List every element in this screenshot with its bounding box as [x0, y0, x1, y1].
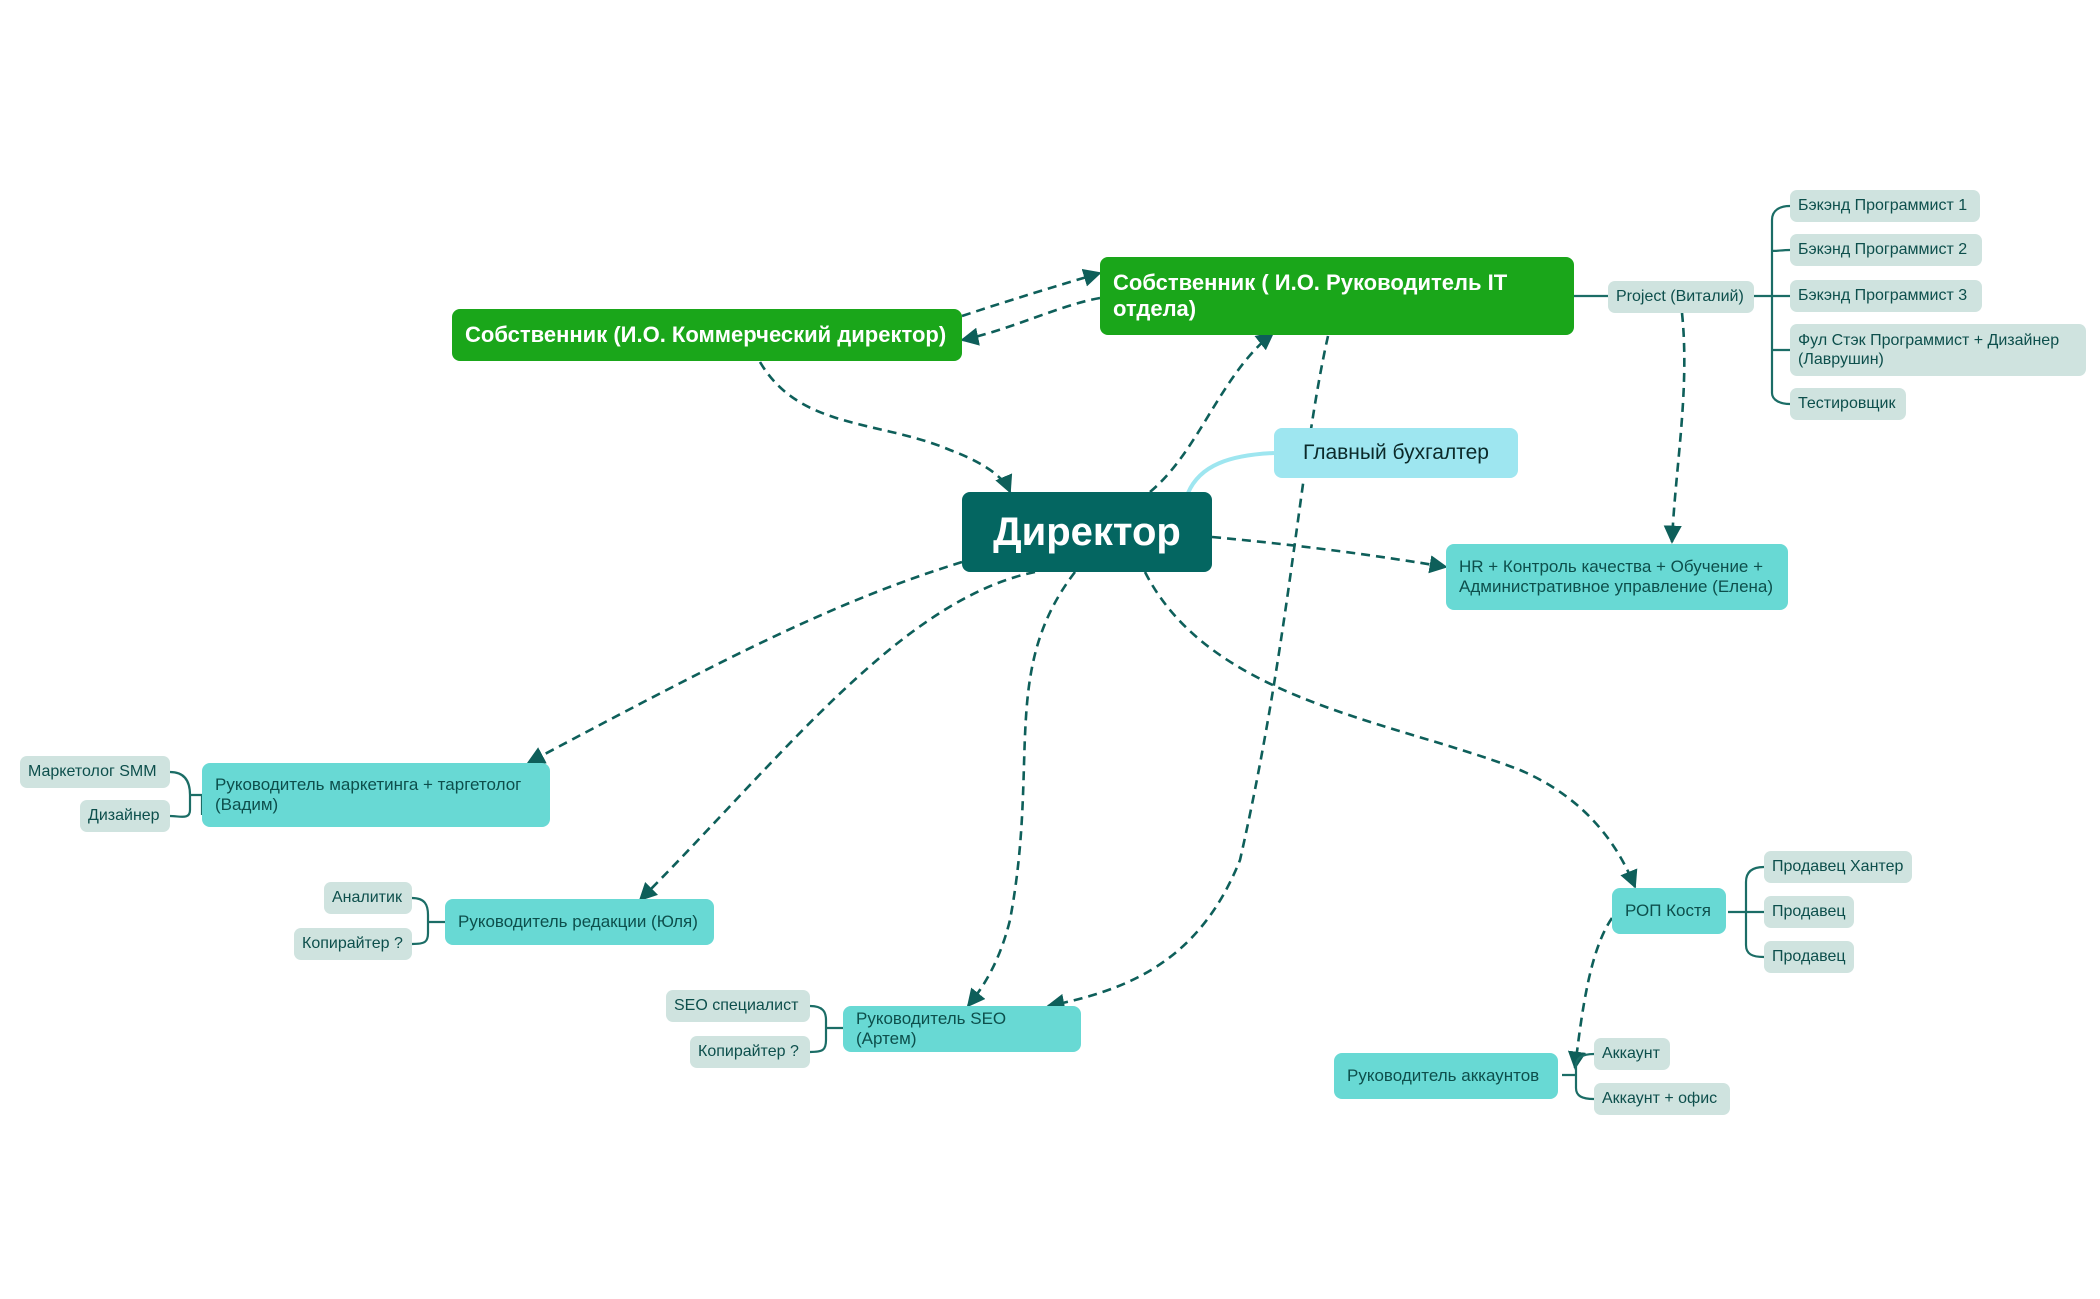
editorial-head-node[interactable]: Руководитель редакции (Юля) — [445, 899, 714, 945]
sales-team-item[interactable]: Продавец Хантер — [1764, 851, 1912, 883]
accounts-team-item[interactable]: Аккаунт + офис — [1594, 1083, 1730, 1115]
edge-owner-it-to-owner-commercial — [960, 296, 1101, 346]
edge-director-to-sales — [1143, 571, 1638, 889]
owner-it-node[interactable]: Собственник ( И.О. Руководитель IT отдел… — [1100, 257, 1574, 335]
sales-team-item[interactable]: Продавец — [1764, 896, 1854, 928]
edge-director-to-seo — [966, 571, 1077, 1008]
director-node[interactable]: Директор — [962, 492, 1212, 572]
edge-director-to-owner-it — [1149, 331, 1275, 493]
edge-director-to-editorial — [638, 570, 1036, 902]
accounts-team-item[interactable]: Аккаунт — [1594, 1038, 1670, 1070]
sales-head-node[interactable]: РОП Костя — [1612, 888, 1726, 934]
project-team-item[interactable]: Бэкэнд Программист 3 — [1790, 280, 1982, 312]
project-team-item[interactable]: Тестировщик — [1790, 388, 1906, 420]
chief-accountant-node[interactable]: Главный бухгалтер — [1274, 428, 1518, 478]
marketing-head-node[interactable]: Руководитель маркетинга + таргетолог (Ва… — [202, 763, 550, 827]
edge-director-to-hr — [1211, 535, 1448, 574]
marketing-team-item[interactable]: Маркетолог SMM — [20, 756, 170, 788]
bracket-sales-team — [1728, 865, 1765, 959]
accounts-head-node[interactable]: Руководитель аккаунтов — [1334, 1053, 1558, 1099]
edge-owner-commercial-to-director — [758, 361, 1013, 494]
project-node[interactable]: Project (Виталий) — [1608, 281, 1754, 313]
edge-sales-to-accounts — [1567, 917, 1614, 1070]
project-team-item[interactable]: Бэкэнд Программист 2 — [1790, 234, 1982, 266]
link-director-accountant — [1186, 451, 1275, 494]
edge-director-to-marketing — [526, 560, 963, 765]
bracket-accounts-team — [1562, 1052, 1595, 1101]
seo-team-item[interactable]: Копирайтер ? — [690, 1036, 810, 1068]
editorial-team-item[interactable]: Копирайтер ? — [294, 928, 412, 960]
seo-team-item[interactable]: SEO специалист — [666, 990, 810, 1022]
owner-commercial-node[interactable]: Собственник (И.О. Коммерческий директор) — [452, 309, 962, 361]
hr-node[interactable]: HR + Контроль качества + Обучение + Адми… — [1446, 544, 1788, 610]
bracket-marketing-team — [169, 770, 204, 818]
edge-owner-commercial-to-owner-it — [961, 268, 1102, 318]
sales-team-item[interactable]: Продавец — [1764, 941, 1854, 973]
project-team-item[interactable]: Фул Стэк Программист + Дизайнер (Лавруши… — [1790, 324, 2086, 376]
project-team-item[interactable]: Бэкэнд Программист 1 — [1790, 190, 1980, 222]
marketing-team-item[interactable]: Дизайнер — [80, 800, 170, 832]
editorial-team-item[interactable]: Аналитик — [324, 882, 412, 914]
bracket-seo-team — [809, 1004, 843, 1054]
bracket-editorial-team — [411, 896, 445, 946]
bracket-project-team — [1754, 204, 1791, 406]
edge-owner-it-to-seo — [1046, 335, 1330, 1012]
edge-project-to-hr — [1663, 312, 1686, 544]
seo-head-node[interactable]: Руководитель SEO (Артем) — [843, 1006, 1081, 1052]
